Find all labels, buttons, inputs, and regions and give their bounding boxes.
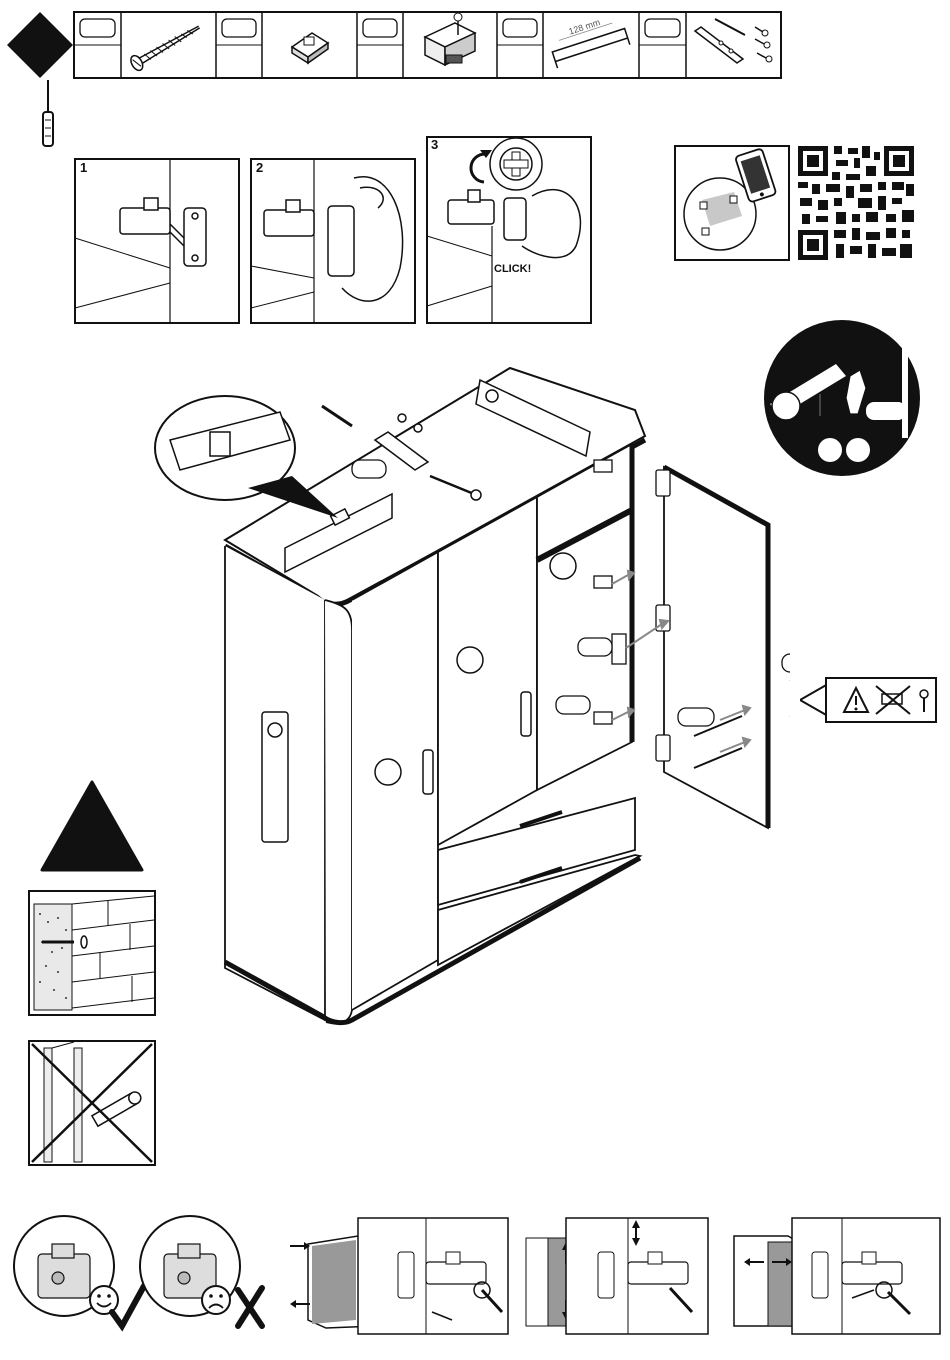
hinge-clip-icon [292,33,328,63]
adjust-panel-depth [286,1216,510,1336]
step-panel-1: 1 [74,158,240,324]
warning-box [800,676,938,724]
cross-mark-icon [238,1288,262,1326]
adjust-panel-height [520,1216,710,1336]
black-diamond-icon [7,12,73,78]
step-panel-2: 2 [250,158,416,324]
cabinet-illustration [150,350,790,1040]
click-text: CLICK! [494,263,531,275]
step-number-2: 2 [256,160,263,175]
qr-code-icon [796,144,916,262]
warning-triangle-black [38,778,146,874]
wall-ok-panel [28,890,156,1016]
parts-strip: 128 mm [0,0,790,150]
handle-size-text: 128 mm [567,17,601,37]
app-qr-block [674,142,924,264]
step-number-3: 3 [431,137,438,152]
wall-bracket-icon [425,13,475,65]
handle-icon: 128 mm [546,10,629,68]
wall-not-ok-panel [28,1040,156,1166]
step-panel-3: 3 CLICK! [426,136,592,324]
screws-plate-icon [695,19,772,63]
screwdriver-icon [43,80,53,146]
sad-face-icon [202,1286,230,1314]
long-screw-icon [128,20,203,72]
level-magnifier [155,396,338,518]
adjust-panel-side [732,1216,942,1336]
step-number-1: 1 [80,160,87,175]
hinge-ok-comparison [12,1214,272,1334]
